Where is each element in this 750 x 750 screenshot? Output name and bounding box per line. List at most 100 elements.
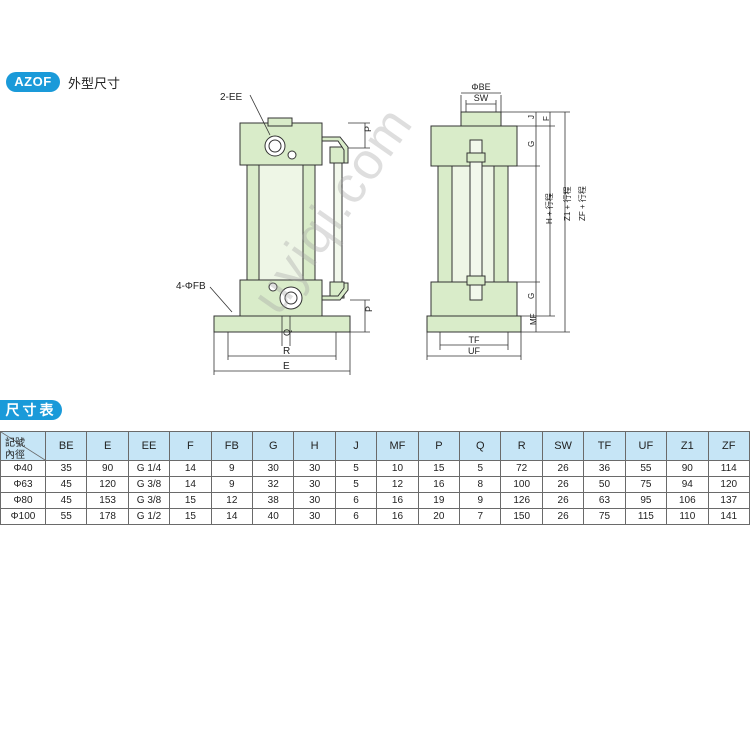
table-cell: 5 (334, 476, 378, 493)
corner-bore-label: 內徑 (5, 450, 25, 461)
label-mf: MF (529, 313, 538, 325)
model-badge: AZOF (6, 72, 60, 92)
table-cell: 35 (44, 460, 88, 477)
label-sw: SW (474, 93, 489, 103)
table-cell: 30 (293, 476, 336, 493)
table-cell: 12 (210, 492, 254, 509)
col-header: J (334, 431, 378, 461)
table-cell: 55 (44, 508, 88, 525)
table-cell: 6 (334, 508, 378, 525)
label-z1: Z1 + 行程 (562, 187, 572, 221)
label-2-ee: 2-EE (220, 92, 243, 103)
table-cell: 63 (583, 492, 626, 509)
table-cell: 50 (583, 476, 626, 493)
col-header: Q (459, 431, 502, 461)
bore-cell: Φ63 (0, 476, 46, 493)
label-j: J (527, 115, 536, 119)
table-cell: 9 (459, 492, 502, 509)
table-cell: 7 (459, 508, 502, 525)
table-cell: 30 (252, 460, 295, 477)
table-cell: 20 (417, 508, 461, 525)
table-cell: 75 (624, 476, 668, 493)
table-cell: 15 (169, 508, 212, 525)
col-header: Z1 (666, 431, 709, 461)
col-header: P (417, 431, 461, 461)
table-cell: 14 (169, 460, 212, 477)
label-g-top: G (527, 141, 536, 147)
table-cell: 26 (541, 460, 585, 477)
corner-cell: 記號 內徑 (0, 431, 46, 461)
table-cell: 126 (500, 492, 543, 509)
table-cell: 6 (334, 492, 378, 509)
label-4-fb: 4-ΦFB (176, 281, 206, 292)
col-header: BE (44, 431, 88, 461)
dimension-drawing: 2-EE 4-ΦFB P P Q R E (176, 82, 587, 375)
table-cell: 16 (376, 492, 419, 509)
table-cell: 5 (459, 460, 502, 477)
table-cell: 32 (252, 476, 295, 493)
table-cell: 45 (44, 476, 88, 493)
label-p-bottom: P (364, 306, 374, 312)
table-cell: G 1/2 (127, 508, 171, 525)
table-cell: 75 (583, 508, 626, 525)
label-tf: TF (469, 335, 480, 345)
label-g-bottom: G (527, 293, 536, 299)
table-cell: 30 (293, 508, 336, 525)
table-cell: 26 (541, 492, 585, 509)
label-h: H + 行程 (544, 193, 554, 224)
side-top-block (460, 111, 502, 127)
table-cell: 30 (293, 460, 336, 477)
table-cell: 114 (707, 460, 750, 477)
table-cell: 26 (541, 476, 585, 493)
table-cell: 38 (252, 492, 295, 509)
table-title: 尺寸表 (0, 400, 62, 420)
col-header: E (86, 431, 129, 461)
label-be: ΦBE (471, 82, 490, 92)
side-sight-tube (469, 139, 483, 301)
table-cell: 150 (500, 508, 543, 525)
bore-cell: Φ100 (0, 508, 46, 525)
table-cell: 15 (417, 460, 461, 477)
col-header: TF (583, 431, 626, 461)
col-header: SW (541, 431, 585, 461)
table-cell: 178 (86, 508, 129, 525)
table-cell: 5 (334, 460, 378, 477)
bore-cell: Φ40 (0, 460, 46, 477)
table-cell: G 1/4 (127, 460, 171, 477)
corner-symbol-label: 記號 (5, 438, 25, 449)
col-header: ZF (707, 431, 750, 461)
table-cell: 40 (252, 508, 295, 525)
label-uf: UF (468, 346, 480, 356)
label-r: R (283, 346, 290, 357)
col-header: EE (127, 431, 171, 461)
table-cell: 14 (210, 508, 254, 525)
table-cell: 141 (707, 508, 750, 525)
table-cell: 16 (417, 476, 461, 493)
table-cell: 36 (583, 460, 626, 477)
table-cell: 55 (624, 460, 668, 477)
table-cell: 9 (210, 460, 254, 477)
table-cell: 95 (624, 492, 668, 509)
table-cell: 9 (210, 476, 254, 493)
label-e: E (283, 361, 290, 372)
table-cell: 26 (541, 508, 585, 525)
col-header: R (500, 431, 543, 461)
table-header-row: 記號 內徑 BE E EE F FB G H J MF P Q R SW TF … (0, 431, 750, 461)
label-zf: ZF + 行程 (577, 186, 587, 221)
table-cell: 106 (666, 492, 709, 509)
table-cell: 14 (169, 476, 212, 493)
table-cell: 15 (169, 492, 212, 509)
table-cell: 10 (376, 460, 419, 477)
table-cell: 12 (376, 476, 419, 493)
side-base-flange (426, 315, 522, 333)
bore-cell: Φ80 (0, 492, 46, 509)
table-cell: 19 (417, 492, 461, 509)
table-cell: 8 (459, 476, 502, 493)
table-cell: 90 (666, 460, 709, 477)
col-header: UF (624, 431, 668, 461)
table-cell: 137 (707, 492, 750, 509)
table-cell: 16 (376, 508, 419, 525)
dimension-table: 記號 內徑 BE E EE F FB G H J MF P Q R SW TF … (0, 431, 750, 525)
